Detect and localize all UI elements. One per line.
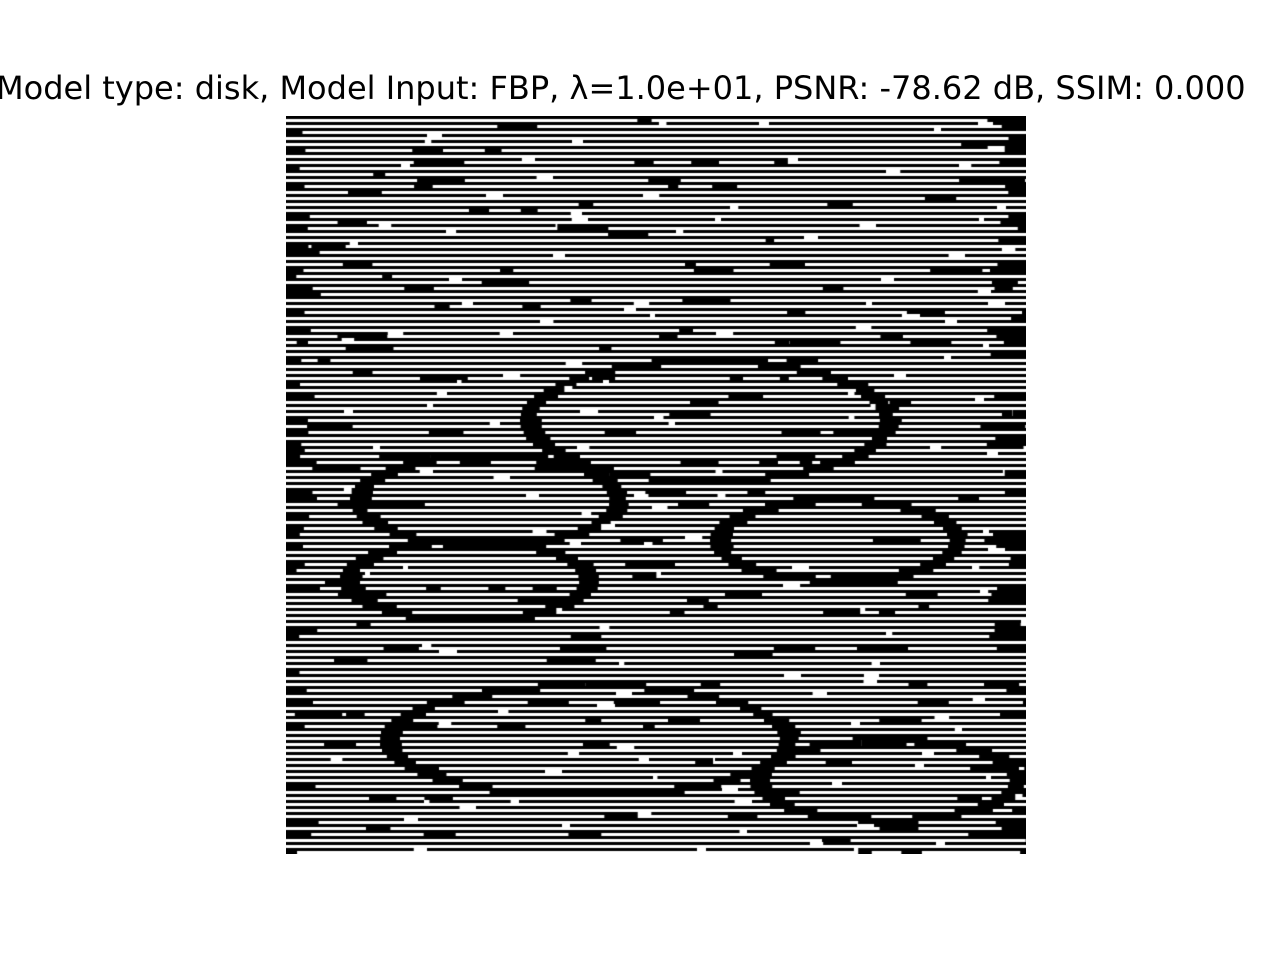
reconstruction-image bbox=[286, 116, 1026, 854]
figure-title: Model type: disk, Model Input: FBP, λ=1.… bbox=[0, 69, 1246, 107]
reconstruction-canvas bbox=[286, 116, 1026, 854]
